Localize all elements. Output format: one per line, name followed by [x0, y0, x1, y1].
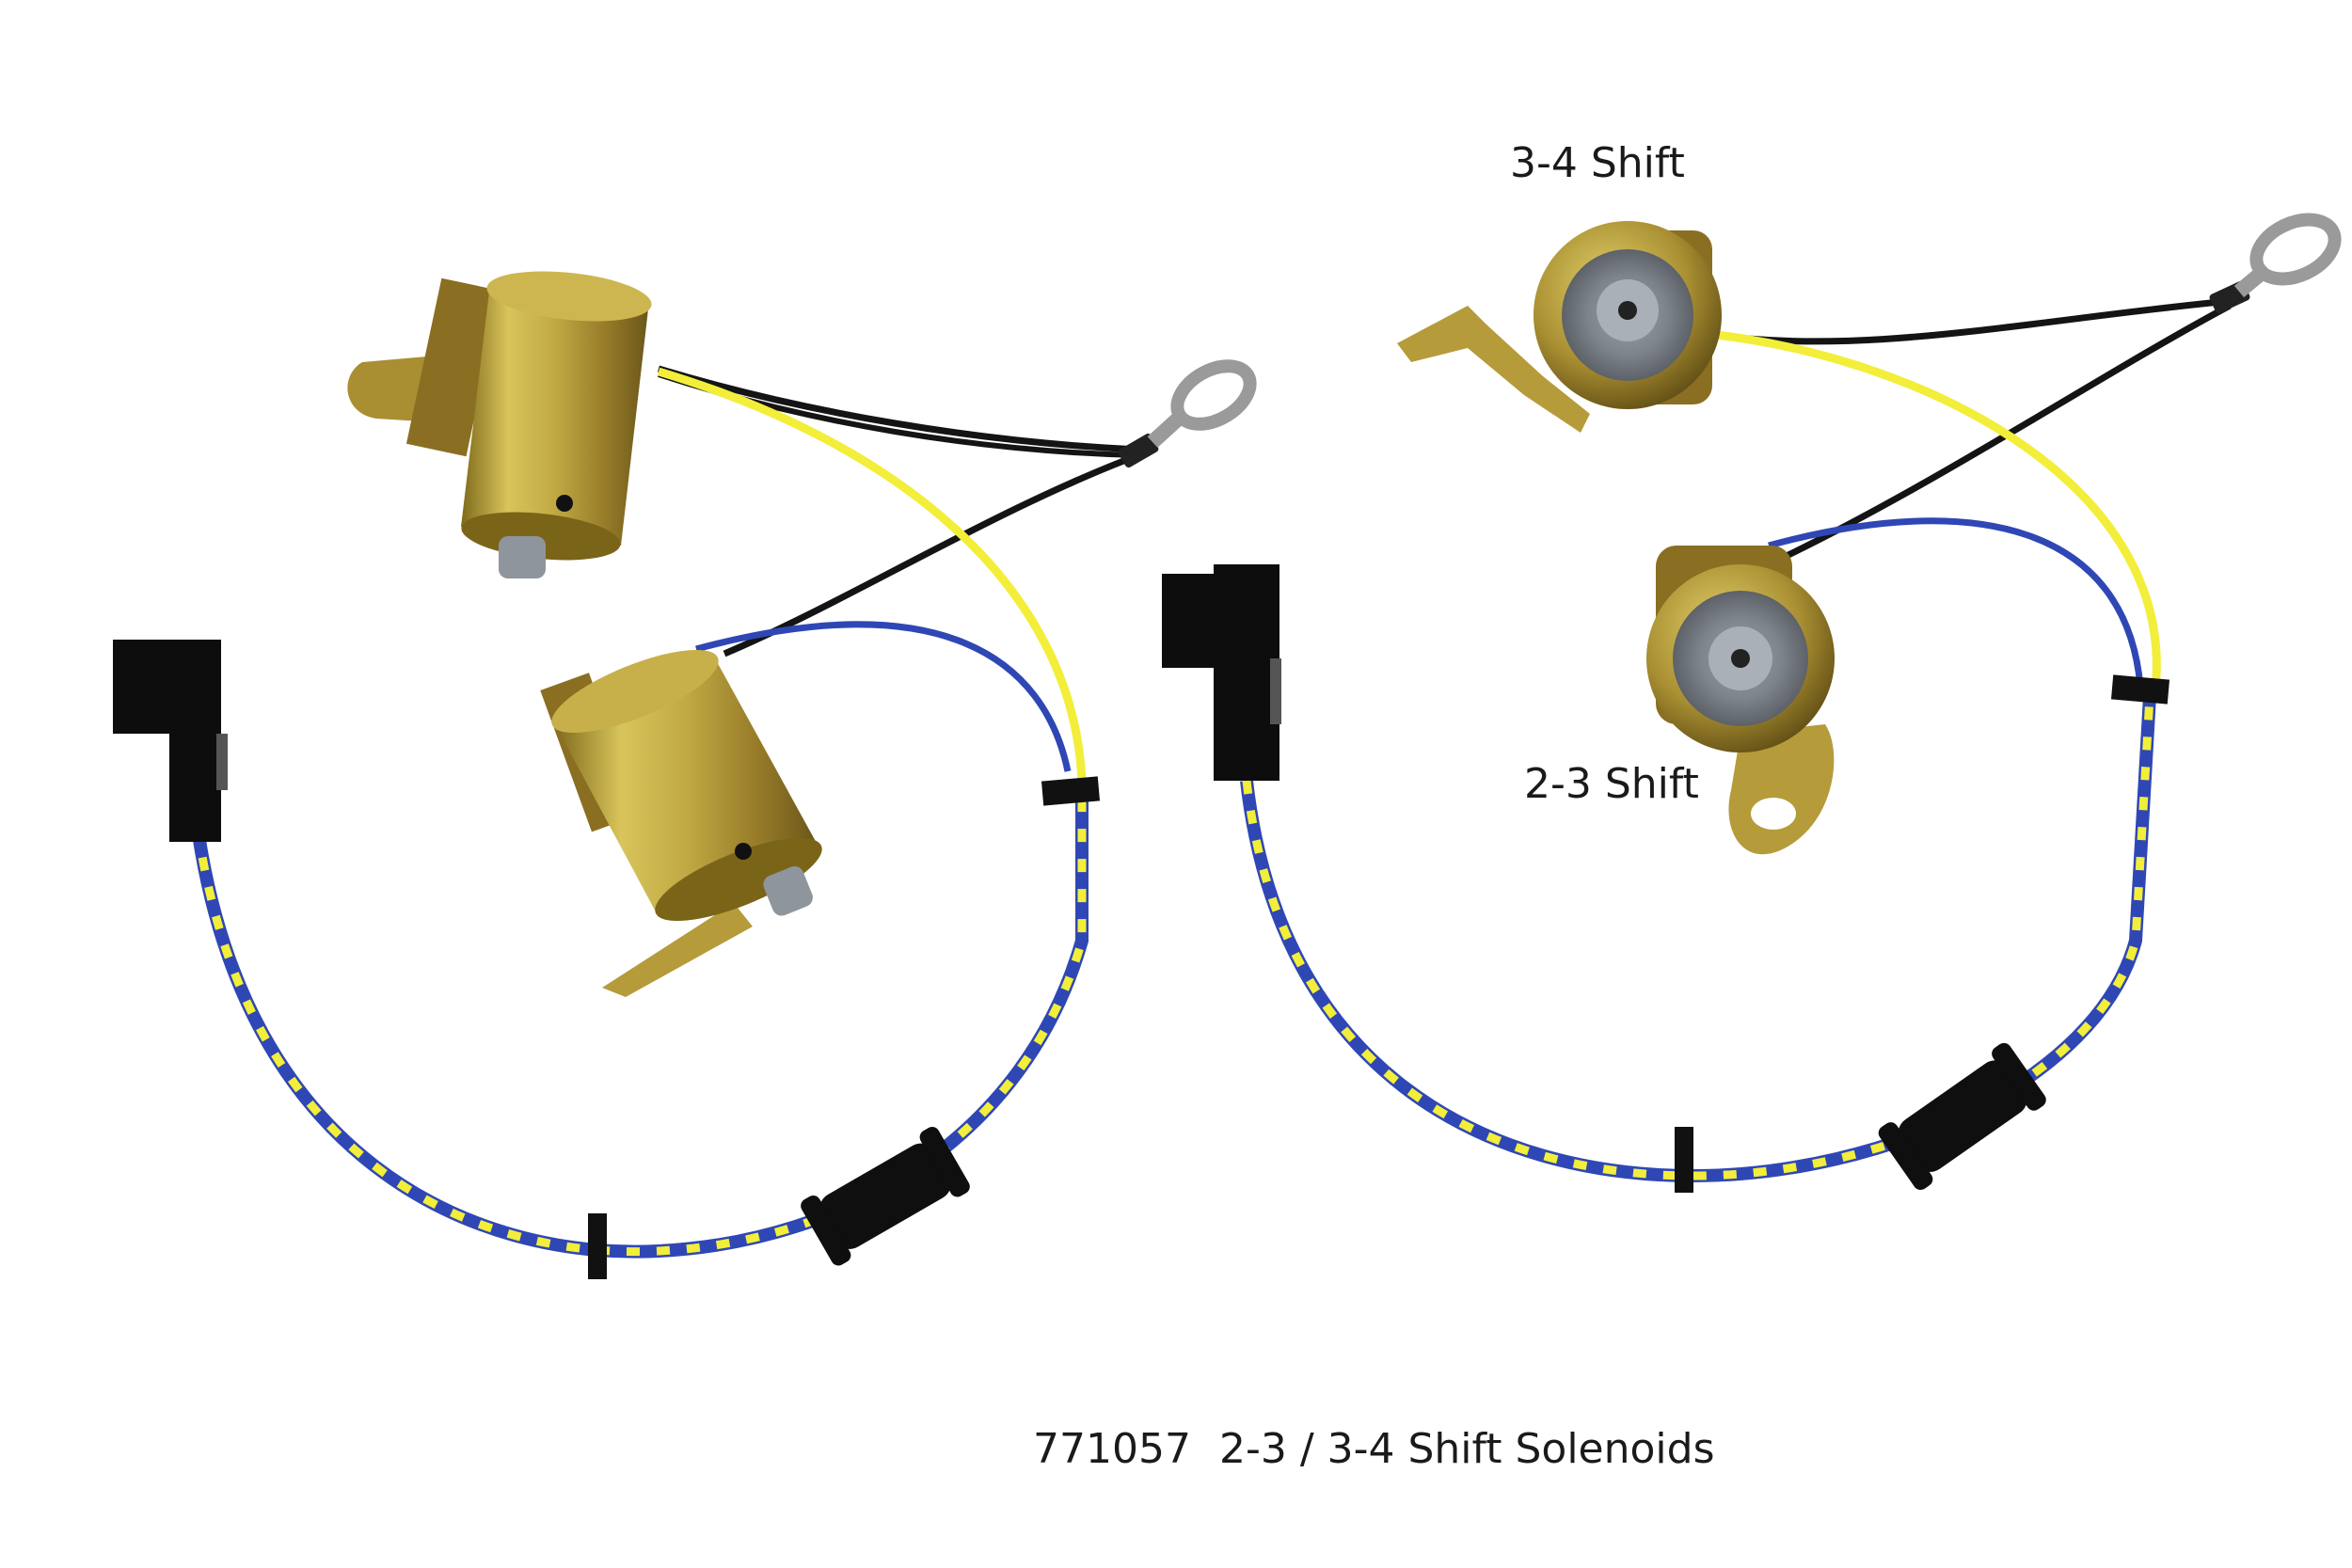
left-bottom-solenoid: [540, 649, 822, 997]
left-blue-wire: [695, 621, 1072, 772]
left-black-wire: [657, 365, 1139, 453]
label-2-3-shift: 2-3 Shift: [1524, 760, 1699, 808]
left-top-solenoid: [347, 271, 652, 578]
left-grommet: [801, 1127, 970, 1266]
product-caption: 771057 2-3 / 3-4 Shift Solenoids: [1033, 1425, 1715, 1473]
right-grommet: [1878, 1042, 2046, 1191]
right-yellow-wire: [1707, 329, 2161, 697]
right-connector: [1162, 564, 1281, 781]
left-solenoid-assembly: [113, 271, 1257, 1279]
left-yellow-wire: [657, 367, 1087, 782]
right-black-wire: [1707, 297, 2231, 345]
right-blue-wire: [1768, 517, 2144, 688]
solenoid-3-4-shift: [1397, 221, 1722, 433]
left-connector: [113, 640, 228, 842]
part-number: 771057: [1033, 1425, 1191, 1473]
left-ring-terminal: [1118, 359, 1257, 468]
label-3-4-shift: 3-4 Shift: [1510, 139, 1685, 187]
solenoid-2-3-shift: [1646, 546, 1835, 855]
part-description: 2-3 / 3-4 Shift Solenoids: [1218, 1425, 1715, 1473]
right-solenoid-assembly: [1162, 213, 2342, 1193]
right-ring-terminal: [2209, 213, 2342, 314]
